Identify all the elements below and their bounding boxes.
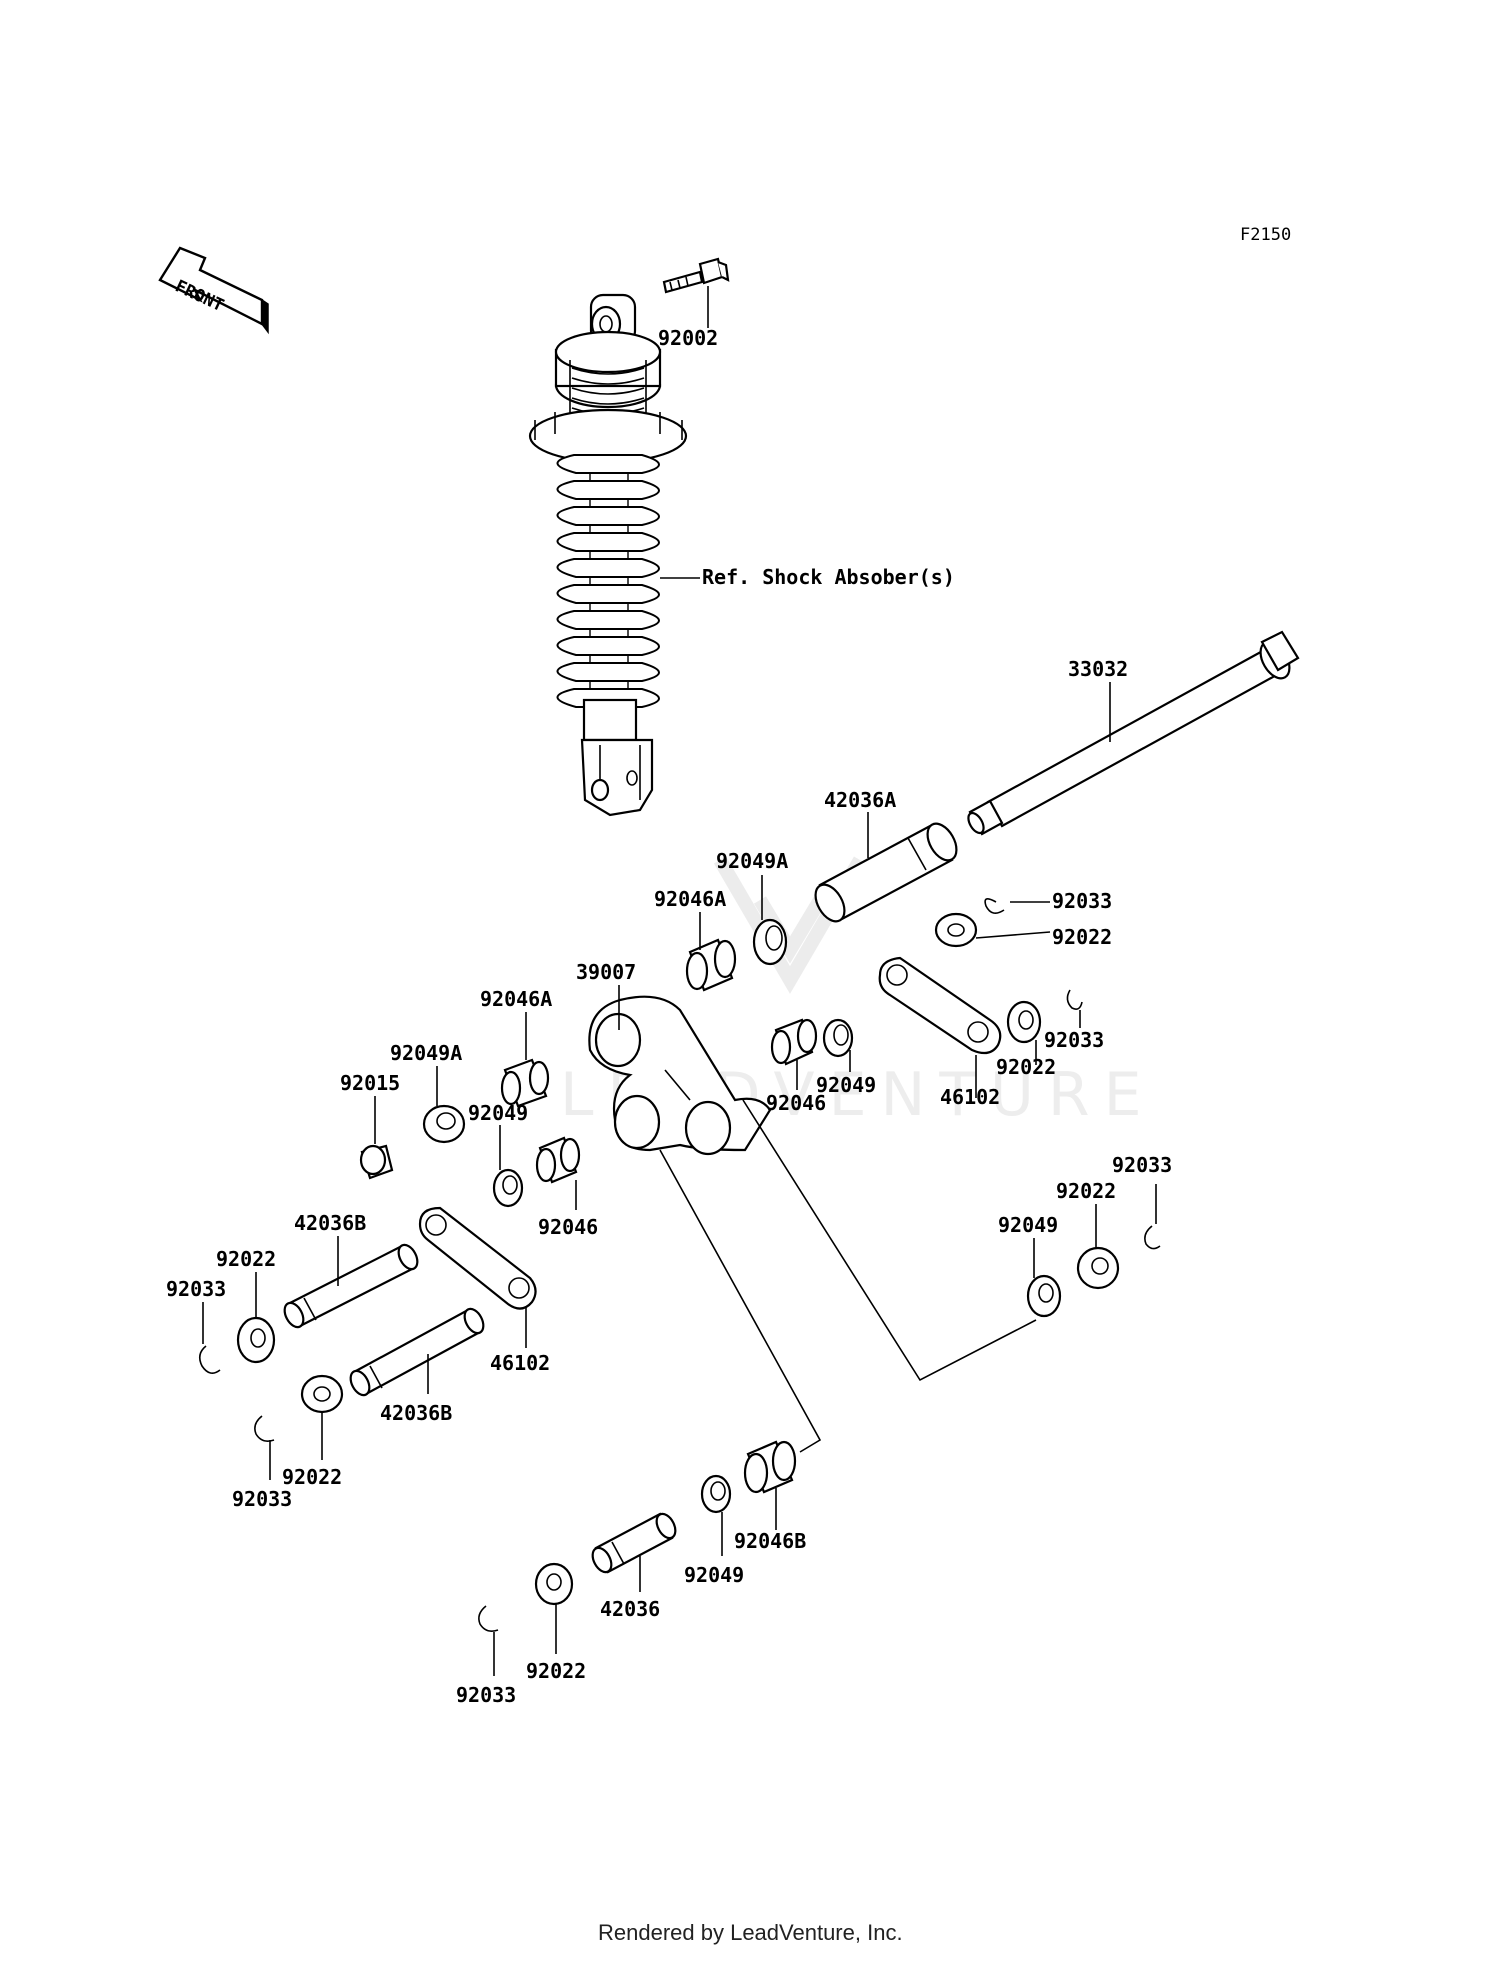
shock-absorber	[528, 293, 688, 817]
washer-92022-upper-a	[934, 912, 978, 948]
sleeve-42036B-lower	[349, 1307, 485, 1397]
washer-92049-right	[1026, 1274, 1062, 1318]
label-92046-left: 92046	[538, 1215, 598, 1239]
collar-92015	[359, 1144, 394, 1180]
label-46102-upper: 46102	[940, 1085, 1000, 1109]
washer-92022-upper-b	[1006, 1000, 1042, 1044]
footer-credit: Rendered by LeadVenture, Inc.	[598, 1920, 903, 1945]
label-92033-left: 92033	[166, 1277, 226, 1301]
clip-92033-upper-b	[1066, 989, 1083, 1010]
washer-92022-bottom	[534, 1562, 574, 1606]
label-92022-bottom: 92022	[526, 1659, 586, 1683]
bearing-92046-left	[535, 1136, 581, 1184]
label-92046B: 92046B	[734, 1529, 806, 1553]
assembly-lines	[659, 1099, 1037, 1453]
label-92046-mid: 92046	[766, 1091, 826, 1115]
washer-92022-lower-left	[300, 1374, 344, 1414]
label-39007: 39007	[576, 960, 636, 984]
label-92002: 92002	[658, 326, 718, 350]
reference-label: Ref. Shock Absober(s)	[702, 565, 955, 589]
label-42036B-upper: 42036B	[294, 1211, 366, 1235]
washer-92049-left	[492, 1168, 524, 1208]
bearing-92046B	[743, 1440, 797, 1494]
label-92049A-upper: 92049A	[716, 849, 788, 873]
bearing-92046A-left	[500, 1058, 550, 1108]
clip-92033-bottom	[478, 1605, 499, 1632]
sleeve-42036B-upper	[283, 1243, 419, 1329]
label-92015: 92015	[340, 1071, 400, 1095]
label-92049A-left: 92049A	[390, 1041, 462, 1065]
shaft-33032	[967, 630, 1300, 836]
washer-92049-bottom	[700, 1474, 732, 1514]
bolt-92002	[662, 257, 730, 294]
sleeve-42036	[591, 1512, 677, 1574]
label-92022-lower-left: 92022	[282, 1465, 342, 1489]
label-92033-bottom: 92033	[456, 1683, 516, 1707]
bearing-92046A-upper	[685, 938, 737, 992]
link-46102-upper	[878, 956, 1002, 1055]
label-42036A: 42036A	[824, 788, 896, 812]
label-92046A-upper: 92046A	[654, 887, 726, 911]
front-arrow-icon: FRONT	[158, 246, 269, 335]
clip-92033-lower-left	[254, 1415, 275, 1442]
washer-92049A-upper	[752, 918, 788, 966]
label-92033-lower-left: 92033	[232, 1487, 292, 1511]
label-46102-lower: 46102	[490, 1351, 550, 1375]
label-92022-right: 92022	[1056, 1179, 1116, 1203]
label-92049-mid: 92049	[816, 1073, 876, 1097]
figure-code: F2150	[1240, 225, 1291, 245]
part-labels: 92002 33032 42036A 92049A 92046A 39007 9…	[166, 326, 1172, 1707]
label-92049-left: 92049	[468, 1101, 528, 1125]
label-92049-bottom: 92049	[684, 1563, 744, 1587]
label-92046A-left: 92046A	[480, 987, 552, 1011]
clip-92033-right	[1144, 1225, 1161, 1250]
label-33032: 33032	[1068, 657, 1128, 681]
label-92033-upper-b: 92033	[1044, 1028, 1104, 1052]
washer-92022-right	[1076, 1246, 1120, 1290]
washer-92022-left	[236, 1316, 276, 1364]
clip-92033-upper-a	[984, 898, 1005, 914]
sleeve-42036A	[814, 822, 958, 923]
label-42036B-lower: 42036B	[380, 1401, 452, 1425]
label-92033-upper-a: 92033	[1052, 889, 1112, 913]
washer-92049-mid	[822, 1018, 854, 1058]
label-92022-upper-a: 92022	[1052, 925, 1112, 949]
label-92049-right: 92049	[998, 1213, 1058, 1237]
label-92022-left: 92022	[216, 1247, 276, 1271]
link-46102-lower	[418, 1206, 537, 1310]
label-92033-right: 92033	[1112, 1153, 1172, 1177]
rocker-arm-39007	[588, 995, 772, 1156]
clip-92033-left	[198, 1345, 221, 1374]
label-92022-upper-b: 92022	[996, 1055, 1056, 1079]
bearing-92046-mid	[770, 1018, 818, 1066]
washer-92049A-left	[422, 1104, 466, 1144]
label-42036: 42036	[600, 1597, 660, 1621]
